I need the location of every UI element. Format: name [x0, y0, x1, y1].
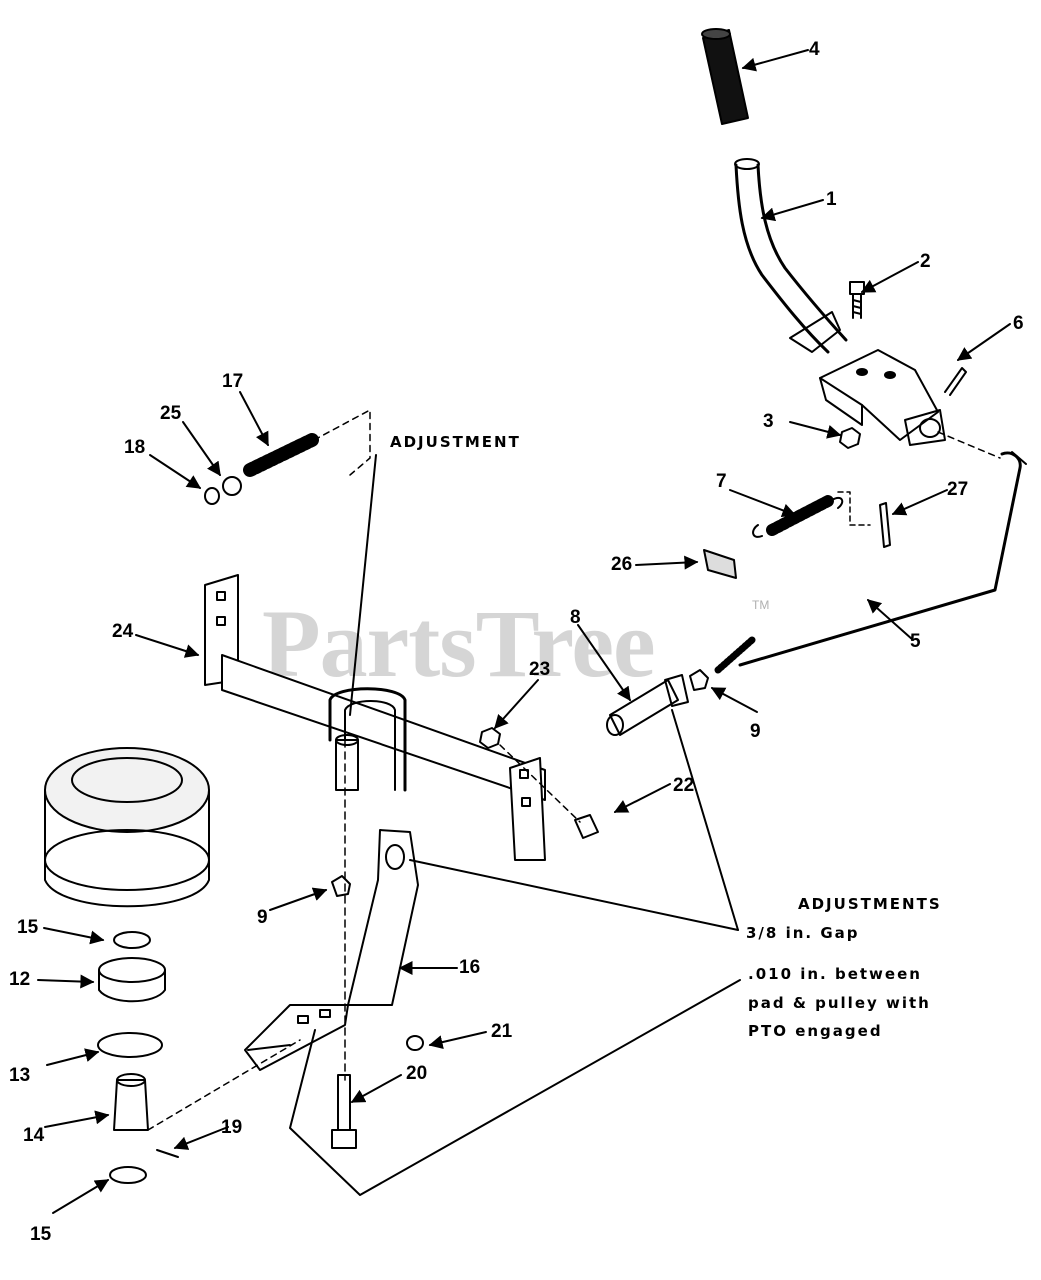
- callout-17: 17: [222, 371, 244, 392]
- callout-5: 5: [910, 631, 921, 652]
- callout-27: 27: [947, 479, 969, 500]
- callout-12: 12: [9, 969, 31, 990]
- callout-13: 13: [9, 1065, 31, 1086]
- adjustment-guide-line: [313, 409, 371, 476]
- pulley-part: [44, 747, 210, 908]
- washer-part-25: [222, 476, 242, 496]
- callout-18: 18: [124, 437, 146, 458]
- callout-6: 6: [1013, 313, 1024, 334]
- callout-16: 16: [459, 957, 481, 978]
- callout-19: 19: [221, 1117, 243, 1138]
- callout-4: 4: [809, 39, 820, 60]
- ring-part-13: [97, 1032, 163, 1058]
- spacer-part: [335, 734, 359, 791]
- snap-ring-part-15-lower: [109, 1166, 147, 1184]
- callout-9-upper: 9: [750, 721, 761, 742]
- callout-8: 8: [570, 607, 581, 628]
- cotter-pin-part-6: [944, 367, 967, 396]
- lever-bracket-part: [819, 349, 946, 446]
- bracket-part-24: [204, 574, 546, 861]
- callout-7: 7: [716, 471, 727, 492]
- callout-24: 24: [112, 621, 134, 642]
- trademark-symbol: TM: [752, 598, 770, 612]
- adjustments-note: ADJUSTMENTS 3/8 in. Gap: [746, 890, 942, 947]
- gap-leader-line-1: [409, 859, 739, 931]
- nut-part-9-lower: [331, 875, 351, 897]
- callout-9-lower: 9: [257, 907, 268, 928]
- gap-leader-line-2: [671, 709, 739, 931]
- callout-1: 1: [826, 189, 837, 210]
- gap-note: 3/8 in. Gap: [746, 923, 860, 942]
- adjustment-note: ADJUSTMENT: [390, 433, 521, 451]
- callout-15-upper: 15: [17, 917, 39, 938]
- clearance-leader-line: [289, 979, 741, 1196]
- handle-grip-part: [701, 28, 749, 125]
- clip-part-18: [204, 487, 220, 505]
- callout-25: 25: [160, 403, 182, 424]
- pin-part-19: [156, 1149, 179, 1158]
- snap-ring-part-15-upper: [113, 931, 151, 949]
- callout-arrows: [37, 49, 1011, 1214]
- shift-rod-part: [714, 431, 1027, 674]
- bolt-part-22: [499, 744, 599, 839]
- bolt-part-2: [849, 281, 865, 319]
- shaft-guide-line: [147, 1039, 301, 1131]
- callout-21: 21: [491, 1021, 513, 1042]
- clearance-line-1: .010 in. between: [748, 965, 922, 983]
- bolt-part-20: [331, 1074, 357, 1149]
- clearance-line-2: pad & pulley with: [748, 993, 931, 1012]
- pin-part-14: [113, 1073, 149, 1131]
- adjustment-leader-line: [349, 454, 377, 716]
- callout-22: 22: [673, 775, 695, 796]
- spring-part-17: [243, 433, 319, 477]
- bearing-part-12: [98, 957, 166, 1003]
- clip-part-26: [703, 549, 737, 579]
- nut-part-9-upper: [689, 669, 709, 691]
- nut-part-23: [479, 727, 501, 749]
- callout-3: 3: [763, 411, 774, 432]
- cotter-pin-part-27: [879, 502, 891, 548]
- callout-20: 20: [406, 1063, 428, 1084]
- adjustments-heading: ADJUSTMENTS: [798, 895, 942, 913]
- callout-2: 2: [920, 251, 931, 272]
- u-bolt-part: [328, 687, 407, 792]
- nut-part-3: [839, 427, 861, 449]
- clip-part-21: [406, 1035, 424, 1051]
- callout-26: 26: [611, 554, 633, 575]
- clearance-note: .010 in. between pad & pulley with PTO e…: [748, 960, 931, 1046]
- spring-part-7: [752, 491, 871, 538]
- sleeve-part-8: [606, 674, 689, 736]
- brake-arm-part-16: [244, 829, 419, 1071]
- lift-lever-part: [734, 158, 848, 354]
- clearance-line-3: PTO engaged: [748, 1022, 883, 1040]
- callout-15-lower: 15: [30, 1224, 52, 1245]
- callout-23: 23: [529, 659, 551, 680]
- callout-14: 14: [23, 1125, 45, 1146]
